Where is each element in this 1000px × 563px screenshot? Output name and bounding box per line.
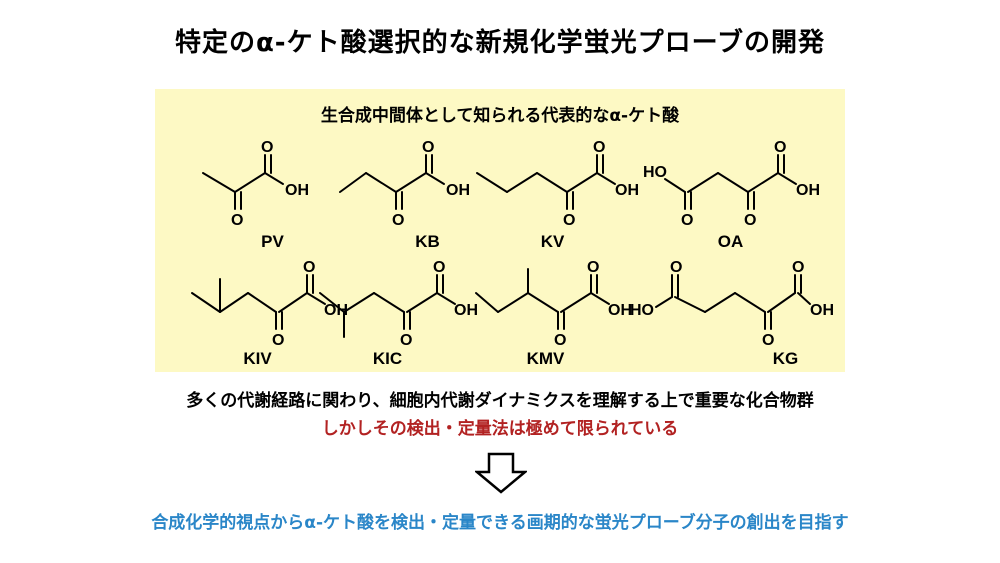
- atom-o: O: [400, 332, 412, 349]
- structure-kg: HO O O OH O: [630, 259, 834, 349]
- molecule-label: KMV: [526, 349, 565, 368]
- atom-o: O: [593, 139, 605, 156]
- down-arrow-icon: [475, 452, 527, 494]
- molecule-kic: O OH O KIC: [319, 257, 495, 387]
- atom-oh: OH: [446, 182, 470, 199]
- structure-kv: O OH O: [476, 139, 639, 229]
- atom-oh: OH: [615, 182, 639, 199]
- molecule-label: OA: [717, 232, 744, 251]
- molecule-kv: O OH O KV: [465, 137, 640, 267]
- atom-o: O: [587, 259, 599, 276]
- molecule-label: KG: [772, 349, 799, 368]
- structure-kic: O OH O: [319, 259, 478, 349]
- atom-ho: HO: [630, 302, 654, 319]
- atom-oh: OH: [285, 182, 309, 199]
- atom-o: O: [433, 259, 445, 276]
- atom-o: O: [681, 212, 693, 229]
- atom-o: O: [261, 139, 273, 156]
- molecule-label: KB: [415, 232, 440, 251]
- atom-o: O: [272, 332, 284, 349]
- goal-text: 合成化学的視点からα-ケト酸を検出・定量できる画期的な蛍光プローブ分子の創出を目…: [151, 513, 849, 533]
- structure-kmv: O OH O: [475, 259, 632, 349]
- atom-oh: OH: [608, 302, 632, 319]
- atom-o: O: [762, 332, 774, 349]
- atom-oh: OH: [454, 302, 478, 319]
- alpha-keto-acid-panel: 生合成中間体として知られる代表的なα-ケト酸 O OH O PV: [155, 89, 845, 372]
- atom-o: O: [670, 259, 682, 276]
- molecule-label: PV: [261, 232, 284, 251]
- atom-oh: OH: [324, 302, 348, 319]
- molecule-kiv: O OH O KIV: [170, 257, 348, 387]
- atom-o: O: [422, 139, 434, 156]
- atom-oh: OH: [796, 182, 820, 199]
- page-title: 特定のα-ケト酸選択的な新規化学蛍光プローブの開発: [174, 28, 826, 58]
- atom-ho: HO: [643, 164, 667, 181]
- atom-o: O: [744, 212, 756, 229]
- molecule-label: KIV: [243, 349, 272, 368]
- atom-o: O: [774, 139, 786, 156]
- molecule-kg: HO O O OH O KG: [630, 257, 834, 387]
- limitation-text: しかしその検出・定量法は極めて限られている: [321, 419, 679, 439]
- molecule-kb: O OH O KB: [339, 137, 515, 267]
- atom-o: O: [392, 212, 404, 229]
- molecule-oa: HO O OH O O OA: [643, 137, 820, 267]
- description-text: 多くの代謝経路に関わり、細胞内代謝ダイナミクスを理解する上で重要な化合物群: [186, 391, 814, 411]
- structure-kb: O OH O: [339, 139, 470, 229]
- atom-o: O: [303, 259, 315, 276]
- structure-kiv: O OH O: [191, 259, 348, 349]
- molecule-pv: O OH O PV: [185, 137, 360, 267]
- atom-o: O: [554, 332, 566, 349]
- molecule-kmv: O OH O KMV: [470, 257, 645, 387]
- atom-o: O: [563, 212, 575, 229]
- atom-o: O: [231, 212, 243, 229]
- atom-o: O: [792, 259, 804, 276]
- atom-oh: OH: [810, 302, 834, 319]
- structure-oa: HO O OH O O: [643, 139, 820, 229]
- panel-title: 生合成中間体として知られる代表的なα-ケト酸: [320, 106, 680, 126]
- molecule-label: KV: [540, 232, 565, 251]
- molecule-label: KIC: [372, 349, 403, 368]
- structure-pv: O OH O: [202, 139, 309, 229]
